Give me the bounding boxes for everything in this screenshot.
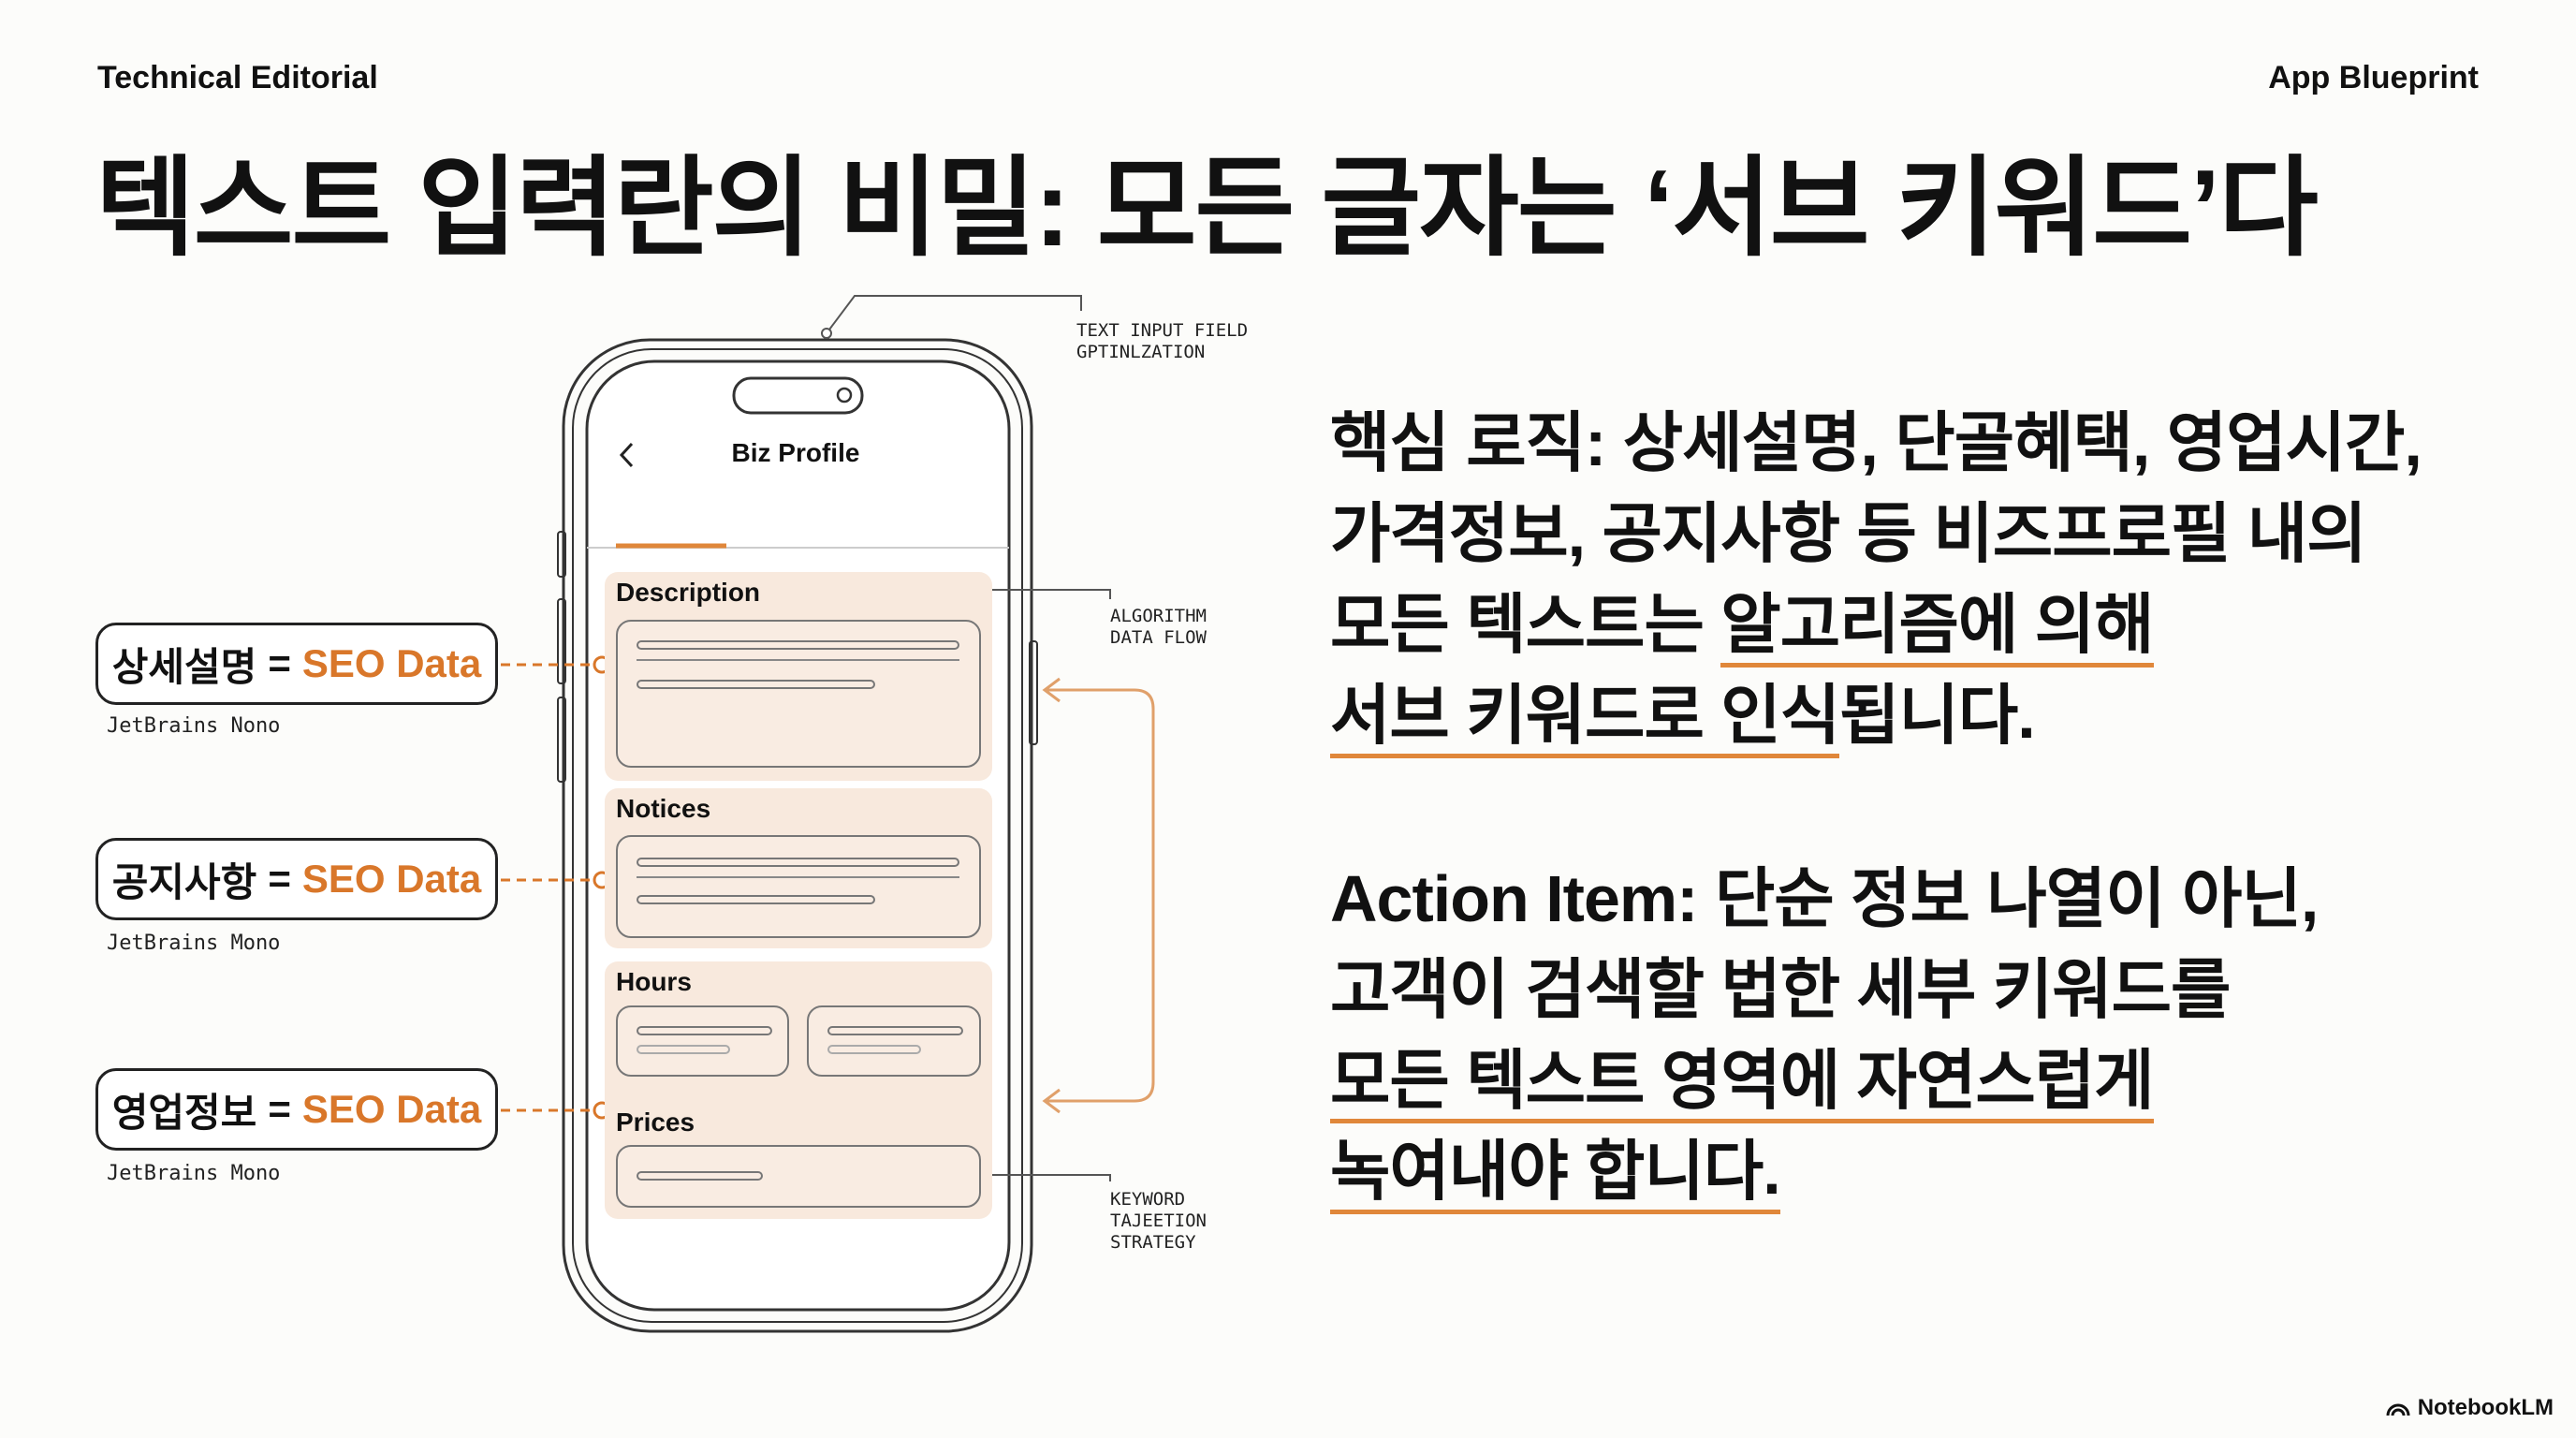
phone-power-button (1029, 640, 1038, 745)
hours-input-close[interactable] (807, 1005, 981, 1077)
action-line: 녹여내야 합니다. (1330, 1126, 2318, 1217)
action-line: Action Item: 단순 정보 나열이 아닌, (1330, 862, 2319, 935)
section-notices: Notices (605, 788, 992, 948)
phone-side-button (557, 598, 566, 684)
data-flow-bracket (1045, 688, 1155, 1103)
label-term: 상세설명 (111, 644, 257, 689)
page-title: 텍스트 입력란의 비밀: 모든 글자는 ‘서브 키워드’다 (95, 147, 2319, 269)
label-value: SEO Data (301, 641, 482, 685)
arrow-left-icon (1042, 1088, 1061, 1114)
highlight-underline: 녹여내야 합니다. (1330, 1135, 1781, 1214)
notebooklm-logo-icon (2386, 1403, 2410, 1416)
brand-label: NotebookLM (2417, 1395, 2554, 1420)
section-title: Description (616, 578, 761, 607)
core-logic-line: 서브 키워드로 인식됩니다. (1330, 670, 2422, 761)
hours-input-open[interactable] (616, 1005, 789, 1077)
phone-outer-frame (562, 338, 1033, 1333)
phone-side-button (557, 531, 566, 578)
label-term: 영업정보 (111, 1090, 257, 1135)
annotation-keyword: KEYWORD TAJEETION STRATEGY (1110, 1189, 1207, 1253)
header-label-left: Technical Editorial (97, 60, 378, 95)
screen-title: Biz Profile (731, 438, 860, 467)
core-logic-line: 모든 텍스트는 알고리즘에 의해 (1330, 580, 2422, 670)
label-term: 공지사항 (111, 859, 257, 904)
label-hours-seo: 영업정보 = SEO Data (95, 1068, 498, 1151)
highlight-underline: 모든 텍스트 영역에 자연스럽게 (1330, 1044, 2155, 1123)
section-title: Prices (616, 1108, 695, 1137)
notebooklm-brand: NotebookLM (2386, 1395, 2554, 1421)
font-note: JetBrains Nono (107, 714, 281, 738)
section-description: Description (605, 572, 992, 781)
label-equals: = (268, 641, 291, 685)
action-line: 모든 텍스트 영역에 자연스럽게 (1330, 1035, 2318, 1126)
leader-line-top (826, 295, 1082, 334)
camera-icon (836, 387, 853, 404)
description-input[interactable] (616, 620, 981, 768)
header-label-right: App Blueprint (2268, 60, 2479, 95)
text: 모든 텍스트는 (1330, 588, 1721, 661)
phone-side-button (557, 697, 566, 783)
label-value: SEO Data (301, 1087, 482, 1131)
annotation-algorithm: ALGORITHM DATA FLOW (1110, 606, 1207, 648)
arrow-left-icon (1042, 677, 1061, 703)
core-logic-line: 가격정보, 공지사항 등 비즈프로필 내의 (1330, 497, 2367, 570)
core-logic-line: 핵심 로직: 상세설명, 단골혜택, 영업시간, (1330, 406, 2422, 479)
section-title: Hours (616, 967, 692, 996)
action-item-text: Action Item: 단순 정보 나열이 아닌, 고객이 검색할 법한 세부… (1330, 854, 2319, 1217)
highlight-underline: 서브 키워드로 인식 (1330, 679, 1840, 758)
font-note: JetBrains Mono (107, 1162, 281, 1185)
leader-line-algorithm (961, 589, 1111, 599)
highlight-underline: 알고리즘에 의해 (1720, 588, 2155, 668)
label-value: SEO Data (301, 857, 482, 901)
action-line: 고객이 검색할 법한 세부 키워드를 (1330, 953, 2231, 1026)
label-equals: = (268, 857, 291, 901)
annotation-text-input: TEXT INPUT FIELD GPTINLZATION (1076, 320, 1249, 362)
prices-input[interactable] (616, 1145, 981, 1208)
text: 됩니다. (1839, 679, 2036, 752)
leader-line-keyword (960, 1174, 1111, 1181)
label-equals: = (268, 1087, 291, 1131)
section-hours-prices: Hours Prices (605, 961, 992, 1219)
font-note: JetBrains Mono (107, 932, 281, 955)
section-title: Notices (616, 794, 711, 823)
core-logic-text: 핵심 로직: 상세설명, 단골혜택, 영업시간, 가격정보, 공지사항 등 비즈… (1330, 398, 2422, 761)
back-chevron-icon (619, 442, 634, 468)
phone-middle-frame (572, 348, 1023, 1323)
phone-notch (732, 376, 864, 415)
notices-input[interactable] (616, 835, 981, 938)
label-description-seo: 상세설명 = SEO Data (95, 623, 498, 705)
label-notices-seo: 공지사항 = SEO Data (95, 838, 498, 920)
